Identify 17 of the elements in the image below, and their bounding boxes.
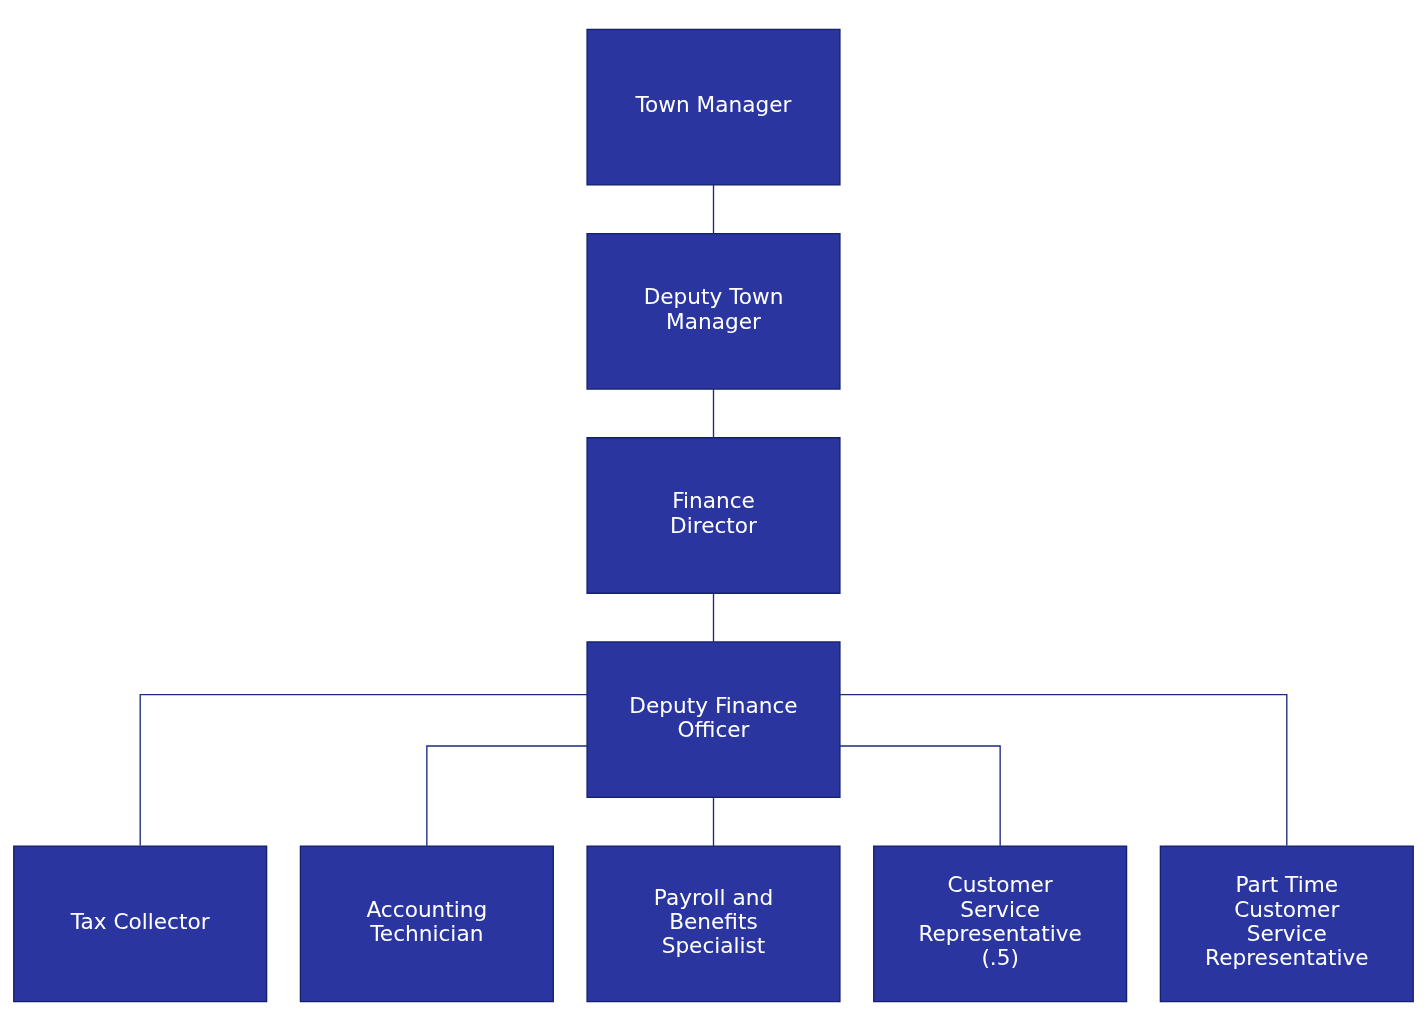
connector bbox=[139, 694, 588, 847]
connector bbox=[839, 745, 1001, 847]
node-box: Part Time Customer Service Representative bbox=[1159, 845, 1414, 1003]
node-box: Accounting Technician bbox=[299, 845, 554, 1003]
node-box: Customer Service Representative (.5) bbox=[873, 845, 1128, 1003]
node-box: Payroll and Benefits Specialist bbox=[586, 845, 841, 1003]
connector bbox=[712, 592, 715, 643]
node-box: Tax Collector bbox=[13, 845, 268, 1003]
node-box: Deputy Finance Officer bbox=[586, 641, 841, 799]
connector bbox=[712, 388, 715, 439]
connector bbox=[839, 694, 1288, 847]
connector bbox=[712, 796, 715, 847]
node-box: Finance Director bbox=[586, 437, 841, 594]
connector bbox=[712, 184, 715, 235]
connector bbox=[426, 745, 588, 847]
node-box: Deputy Town Manager bbox=[586, 232, 841, 390]
node-box: Town Manager bbox=[586, 28, 841, 186]
